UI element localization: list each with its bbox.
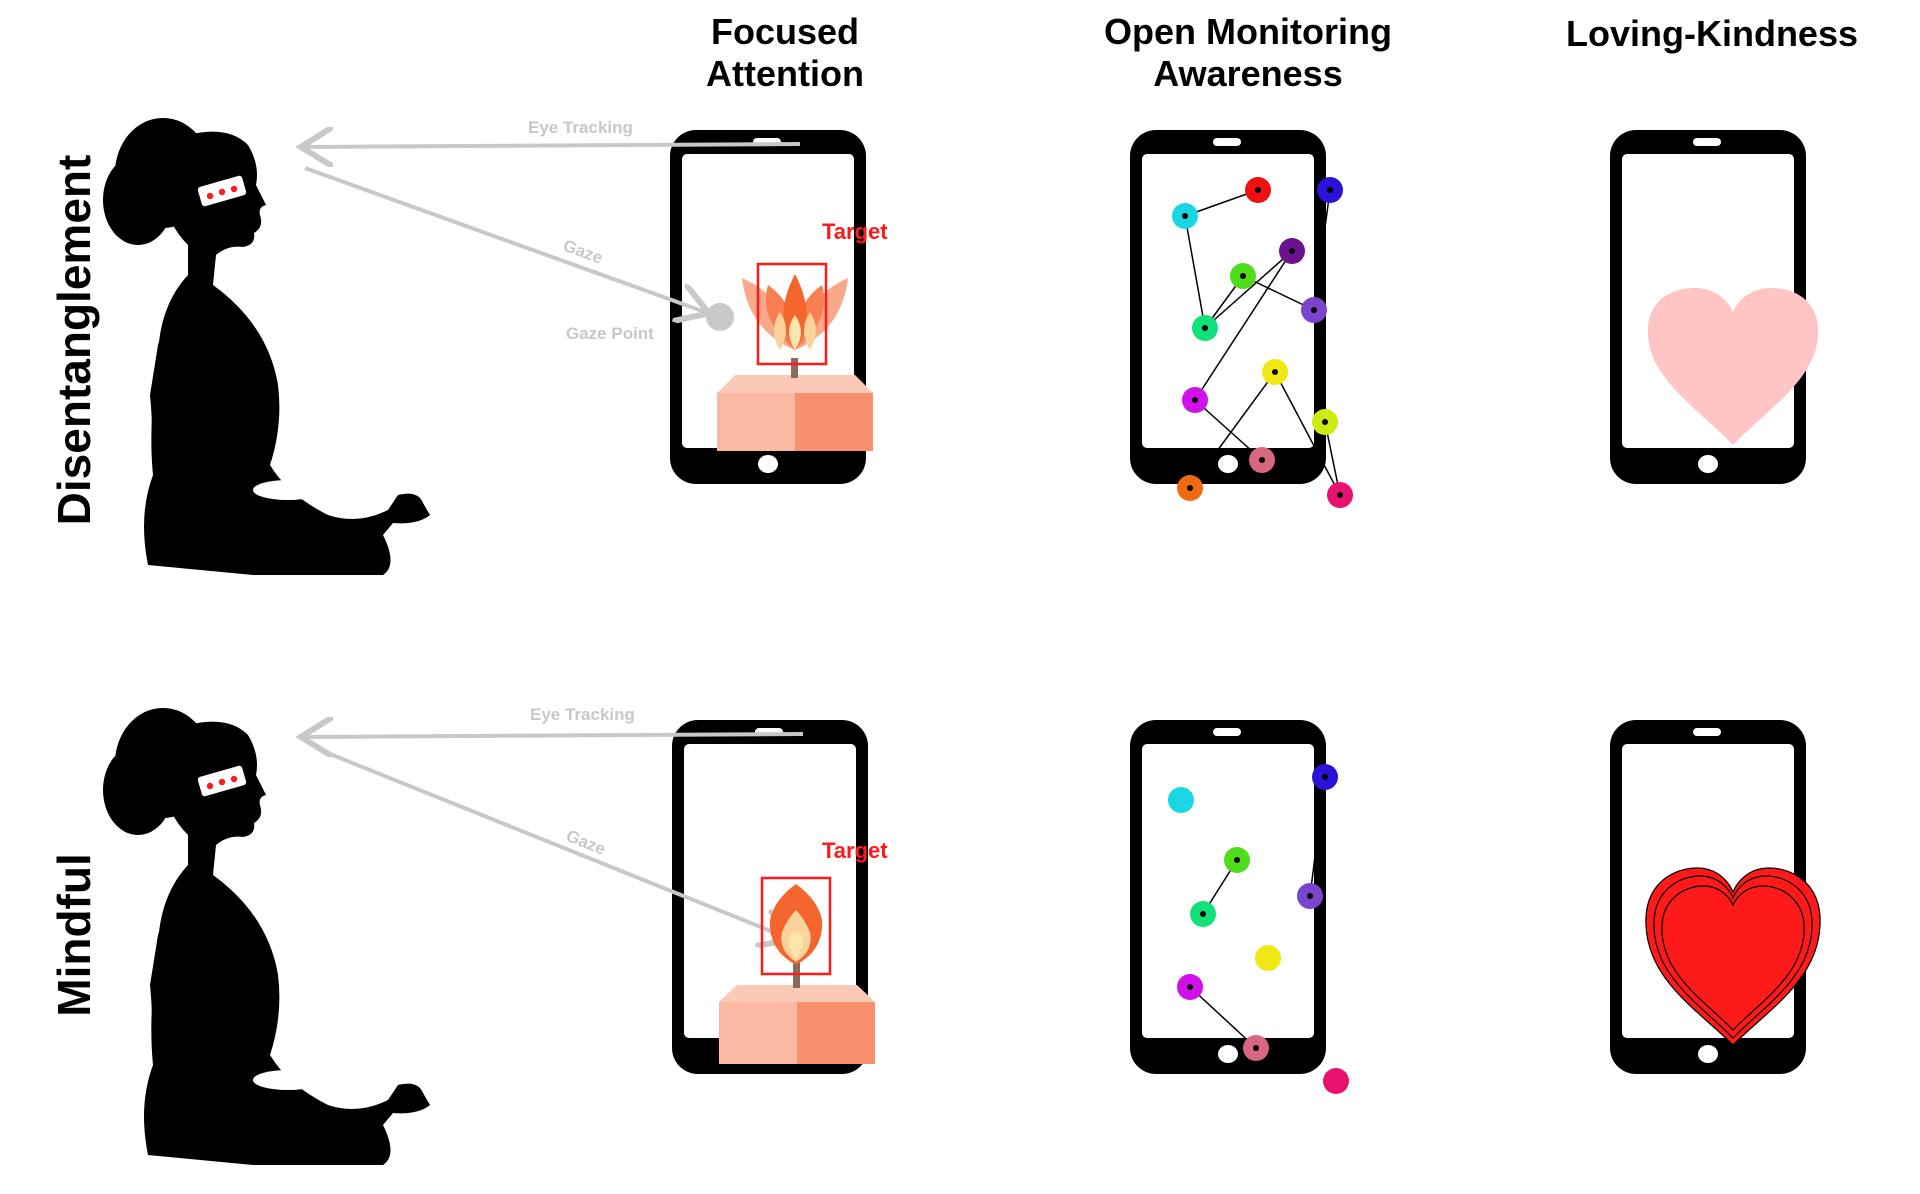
column-title-focused-line2: Attention (706, 53, 864, 94)
eye-tracking-label-top: Eye Tracking (528, 118, 633, 137)
flame-candle-icon (719, 884, 875, 1064)
eye-tracking-label-bottom: Eye Tracking (530, 705, 635, 724)
row-title-disentanglement: Disentanglement (48, 155, 100, 526)
dot-cyan-b (1168, 787, 1194, 813)
dot-pink-b (1323, 1068, 1349, 1094)
gaze-point-marker (706, 303, 734, 331)
gaze-point-label: Gaze Point (566, 324, 654, 343)
target-label-bottom: Target (822, 838, 888, 863)
target-label-top: Target (822, 219, 888, 244)
heart-icon-bold (1645, 867, 1821, 1046)
column-title-open-line1: Open Monitoring (1104, 11, 1392, 52)
lotus-candle-icon (717, 274, 873, 451)
eye-tracking-arrow-bottom (305, 734, 804, 737)
eye-tracking-arrow-top (305, 144, 801, 147)
dot-yellow-b (1255, 945, 1281, 971)
phone-open-bottom (1130, 720, 1326, 1074)
dots-bottom (1168, 764, 1349, 1094)
row-title-mindful: Mindful (48, 853, 100, 1017)
dots-top (1172, 177, 1353, 508)
gaze-arrow-bottom (324, 750, 788, 938)
gaze-label-bottom: Gaze (564, 826, 609, 859)
target-box-top (756, 262, 828, 366)
column-title-loving-kindness: Loving-Kindness (1566, 13, 1858, 54)
column-title-focused-line1: Focused (711, 11, 859, 52)
heart-icon-soft (1647, 288, 1819, 445)
column-title-open-line2: Awareness (1153, 53, 1342, 94)
target-box-bottom (760, 876, 832, 976)
meditating-woman-top (102, 117, 431, 576)
gaze-arrow-top (304, 166, 705, 312)
dot-network-top (1184, 189, 1341, 496)
